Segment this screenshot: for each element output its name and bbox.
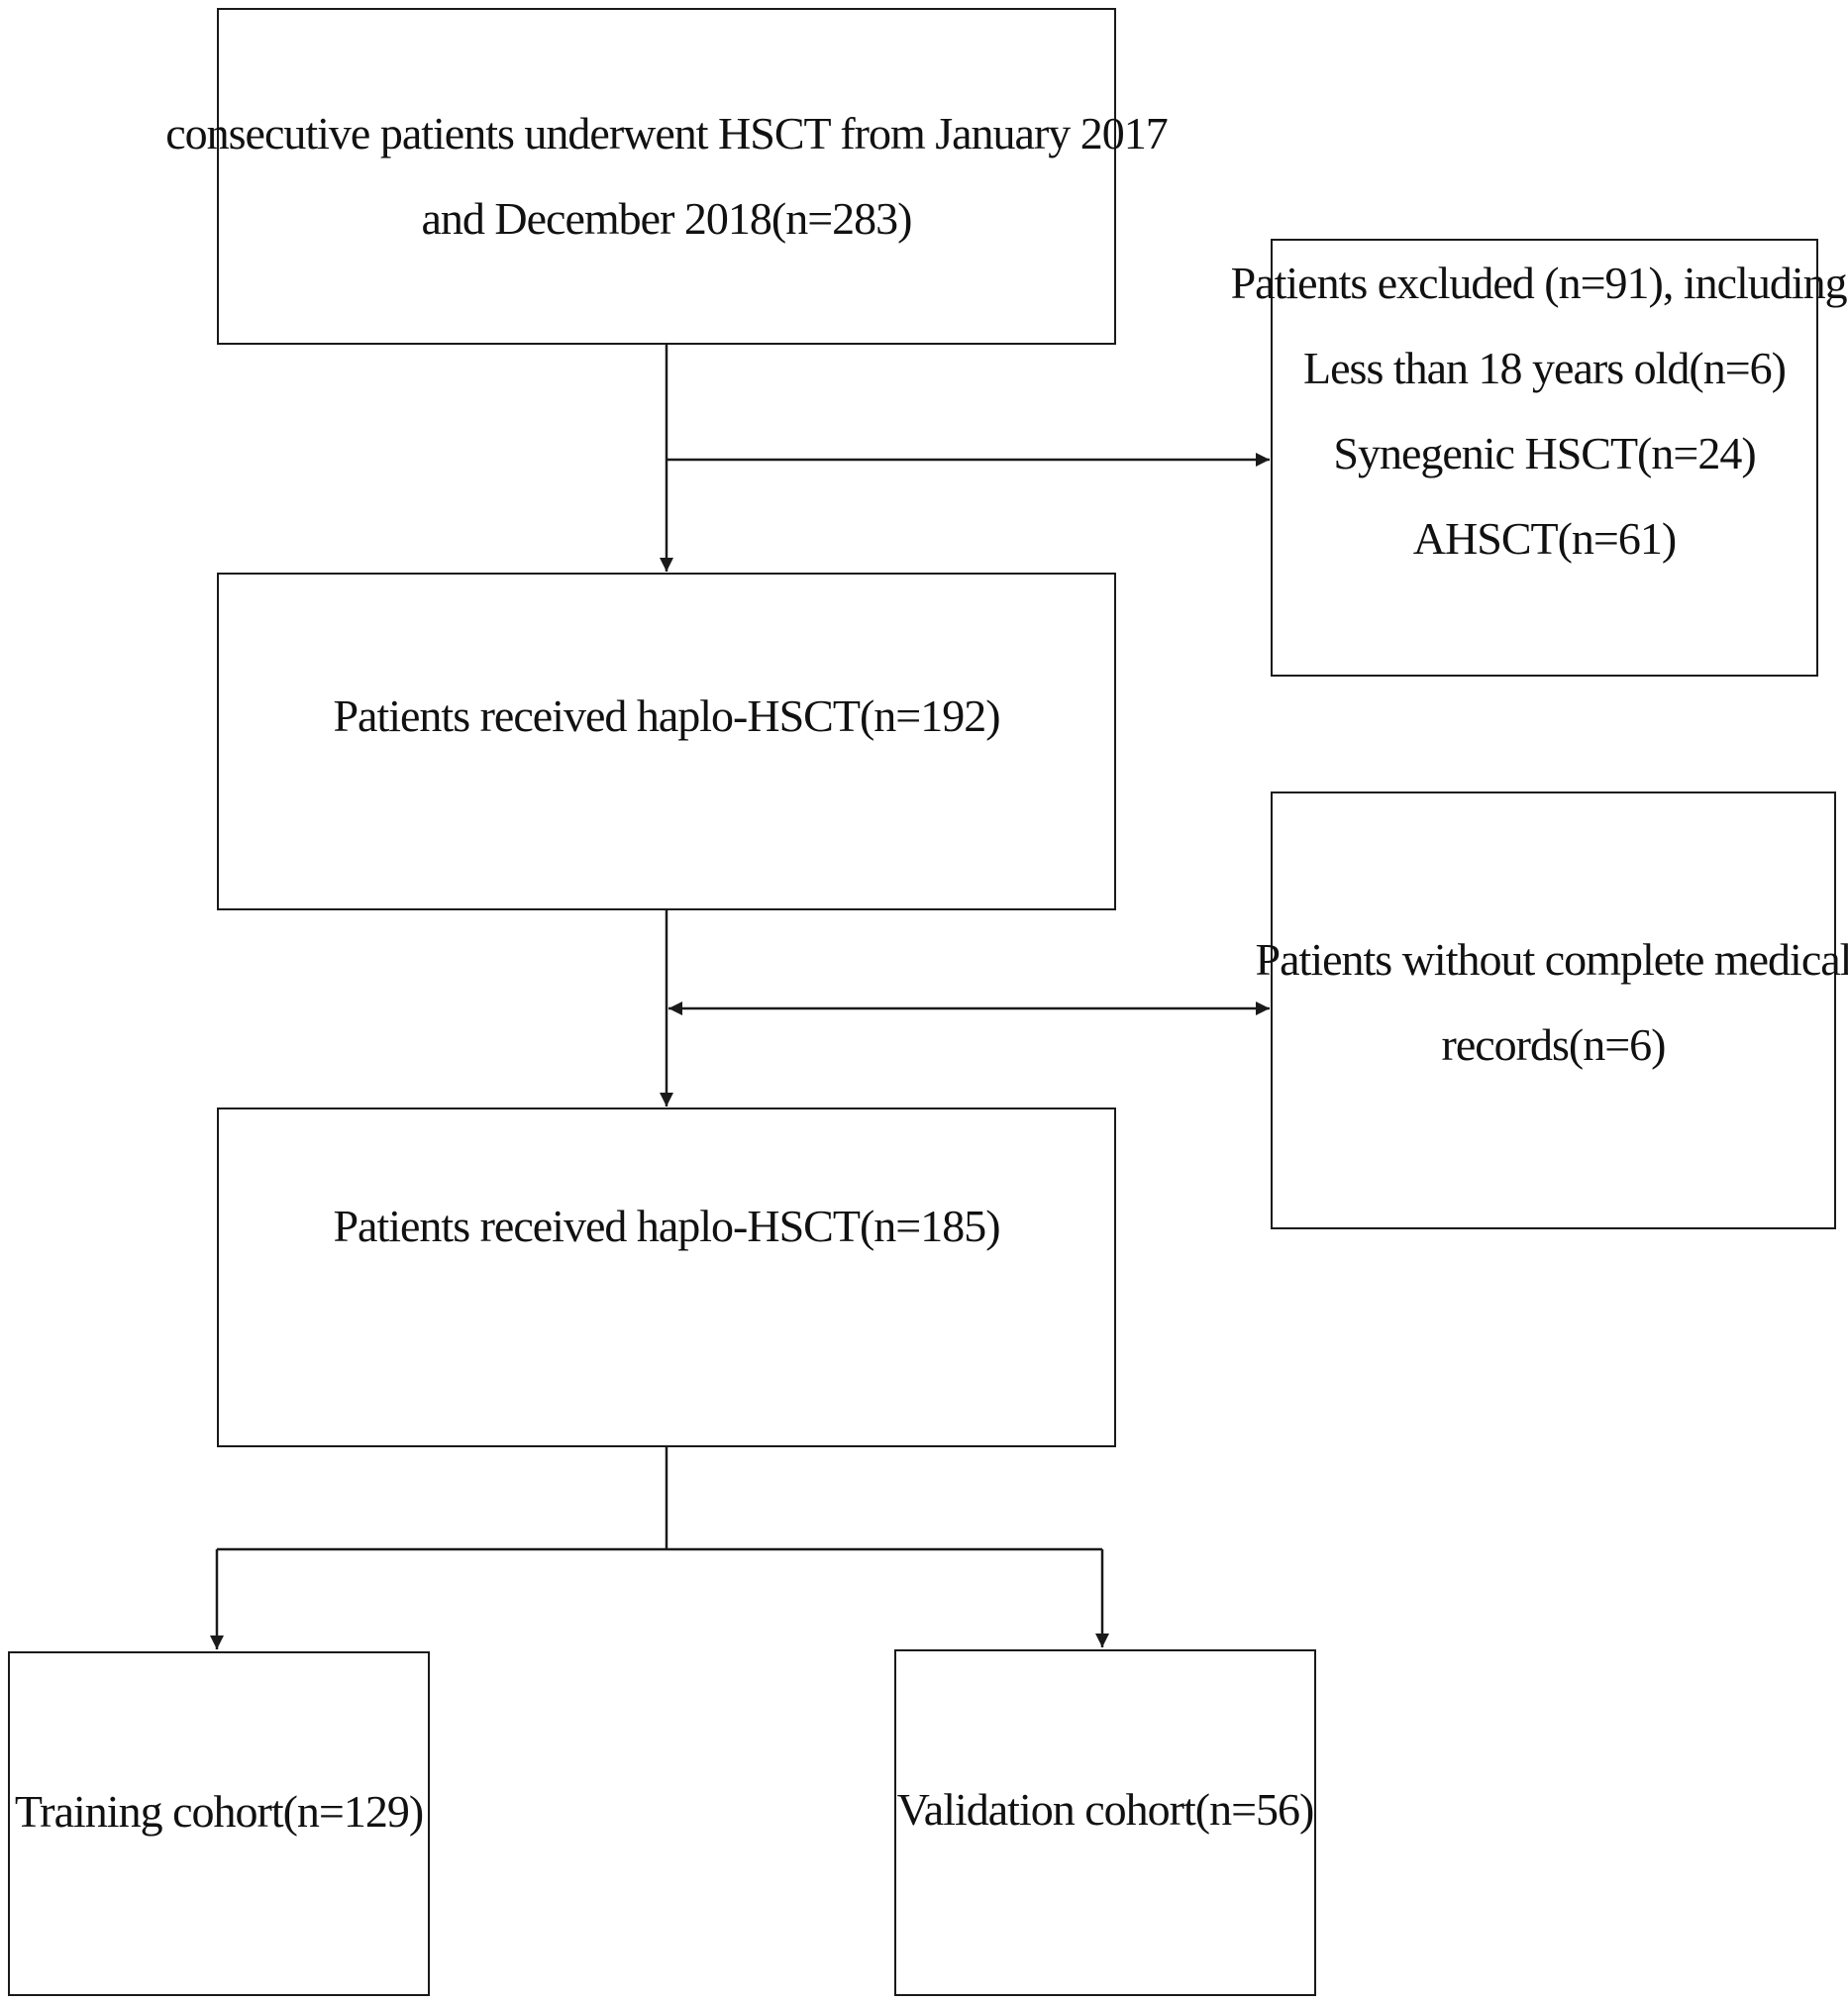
box-excluded-line-3: Synegenic HSCT(n=24) [1333, 428, 1756, 478]
box-excluded-line-1: Patients excluded (n=91), including: [1230, 258, 1848, 308]
box-start-line-1: consecutive patients underwent HSCT from… [165, 108, 1169, 158]
box-excluded: Patients excluded (n=91), including: Les… [1231, 239, 1848, 677]
box-haplo-185-line-1: Patients received haplo-HSCT(n=185) [333, 1201, 1000, 1251]
box-training-line-1: Training cohort(n=129) [14, 1786, 424, 1837]
box-excluded-line-4: AHSCT(n=61) [1412, 513, 1677, 564]
box-validation-cohort: Validation cohort(n=56) [894, 1649, 1316, 1996]
box-incomplete-records: Patients without complete medical record… [1256, 791, 1848, 1229]
box-start: consecutive patients underwent HSCT from… [165, 8, 1169, 345]
box-haplo-185: Patients received haplo-HSCT(n=185) [217, 1107, 1116, 1447]
box-incomplete-line-2: records(n=6) [1441, 1019, 1667, 1070]
box-incomplete-line-1: Patients without complete medical [1255, 934, 1848, 985]
box-excluded-line-2: Less than 18 years old(n=6) [1303, 343, 1787, 393]
box-start-line-2: and December 2018(n=283) [421, 193, 913, 244]
box-haplo-192-line-1: Patients received haplo-HSCT(n=192) [333, 690, 1000, 741]
box-haplo-192: Patients received haplo-HSCT(n=192) [217, 573, 1116, 910]
box-training-cohort: Training cohort(n=129) [8, 1651, 430, 1996]
box-validation-line-1: Validation cohort(n=56) [896, 1784, 1315, 1835]
